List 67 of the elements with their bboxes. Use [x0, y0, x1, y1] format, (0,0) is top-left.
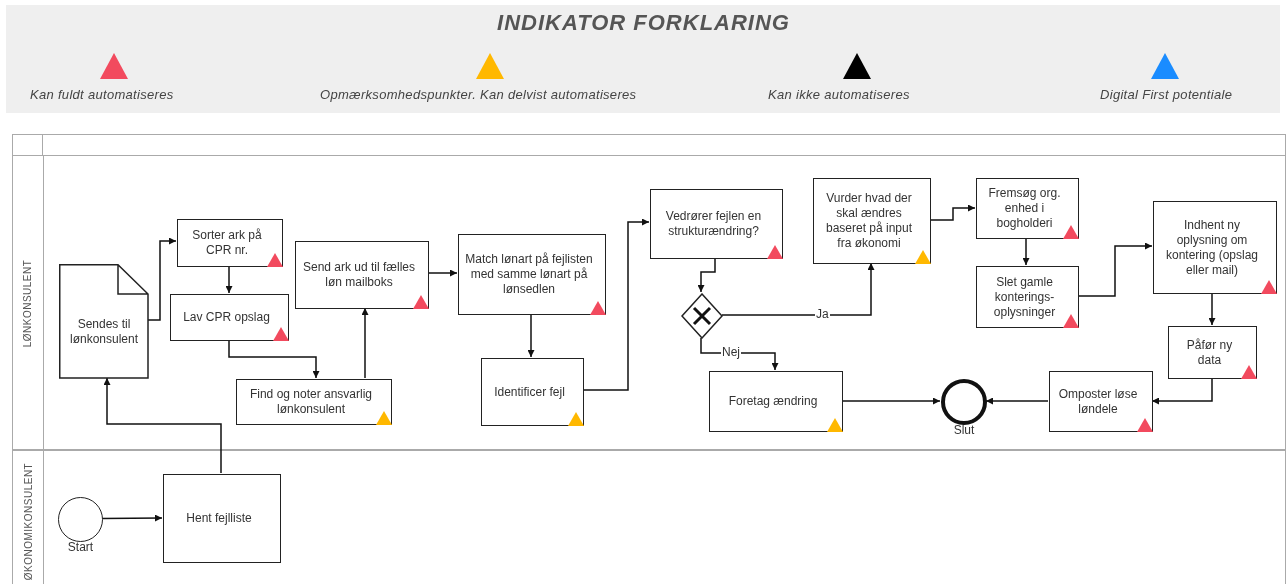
- connector-arrow: [700, 337, 779, 371]
- box-text: Vedrører fejlen en strukturændring?: [664, 209, 763, 239]
- process-box: [170, 294, 289, 341]
- legend-text: Digital First potentiale: [1100, 87, 1233, 102]
- box-text: Fremsøg org. enhed i bogholderi: [987, 186, 1062, 231]
- connector-arrow: [225, 265, 233, 294]
- box-text: Sorter ark på CPR nr.: [191, 228, 263, 258]
- box-text: Slet gamle konterings-oplysninger: [992, 274, 1057, 320]
- box-text: Omposter løse løndele: [1057, 386, 1139, 417]
- end-event-circle: [941, 379, 987, 425]
- connector-arrow: [228, 339, 320, 379]
- process-box: [813, 178, 931, 264]
- lane-label: ØKONOMIKONSULENT: [22, 462, 34, 580]
- box-text: Foretag ændring: [728, 394, 818, 409]
- connector-arrow: [1077, 242, 1153, 297]
- process-box: [976, 178, 1079, 239]
- connector-arrow: [1208, 292, 1216, 326]
- process-box: [481, 358, 584, 426]
- process-box: [1049, 371, 1153, 432]
- edge-label: Nej: [721, 346, 741, 359]
- lane-label: LØNKONSULENT: [22, 259, 34, 348]
- process-box: [177, 219, 283, 267]
- box-text: Vurder hvad der skal ændres baseret på input fra økonomi: [824, 191, 914, 251]
- process-box: [236, 379, 392, 425]
- box-text: Lav CPR opslag: [183, 310, 270, 325]
- box-text: Indhent ny oplysning om kontering (opslag eller mail): [1164, 217, 1260, 278]
- process-box: [709, 371, 843, 432]
- process-box: [1153, 201, 1277, 294]
- connector-arrow: [985, 397, 1049, 405]
- box-text: Sendes til lønkonsulent: [68, 316, 139, 347]
- connector-arrow: [527, 313, 535, 358]
- legend-text: Kan ikke automatiseres: [768, 87, 910, 102]
- process-box: [976, 266, 1079, 328]
- event-label: Slut: [952, 423, 976, 437]
- connector-arrow: [697, 257, 716, 293]
- process-box: [458, 234, 606, 315]
- connector-arrow: [1151, 377, 1213, 405]
- connector-arrow: [582, 218, 650, 391]
- connector-arrow: [841, 397, 941, 405]
- document-shape: [59, 264, 149, 379]
- legend-title: INDIKATOR FORKLARING: [496, 10, 791, 36]
- edge-label: Ja: [815, 308, 830, 321]
- process-box: [650, 189, 783, 259]
- box-text: Hent fejlliste: [186, 511, 252, 526]
- connector-arrow: [1022, 237, 1030, 266]
- legend-text: Opmærksomhedspunkter. Kan delvist automatiseres: [320, 87, 637, 102]
- start-event-circle: [58, 497, 103, 542]
- legend-text: Kan fuldt automatiseres: [30, 87, 174, 102]
- connector-arrow: [361, 307, 369, 379]
- connector-arrow: [427, 269, 458, 277]
- box-text: Match lønart på fejlisten med samme lønart på lønsedlen: [465, 252, 593, 297]
- event-label: Start: [66, 540, 95, 554]
- box-text: Find og noter ansvarlig lønkonsulent: [248, 387, 374, 417]
- box-text: Påfør ny data: [1185, 337, 1234, 368]
- swimlane: [12, 450, 1286, 584]
- connector-arrow: [929, 204, 976, 221]
- swimlane: [12, 155, 1286, 450]
- connector-arrow: [103, 377, 222, 474]
- box-text: Identificer fejl: [494, 384, 565, 400]
- process-box: [295, 241, 429, 309]
- box-text: Send ark ud til fælles løn mailboks: [302, 260, 416, 290]
- connector-arrow: [101, 514, 163, 522]
- gateway-diamond: [681, 293, 723, 339]
- connector-arrow: [147, 237, 177, 321]
- process-box: [163, 474, 281, 563]
- process-box: [1168, 326, 1257, 379]
- connector-arrow: [721, 262, 875, 316]
